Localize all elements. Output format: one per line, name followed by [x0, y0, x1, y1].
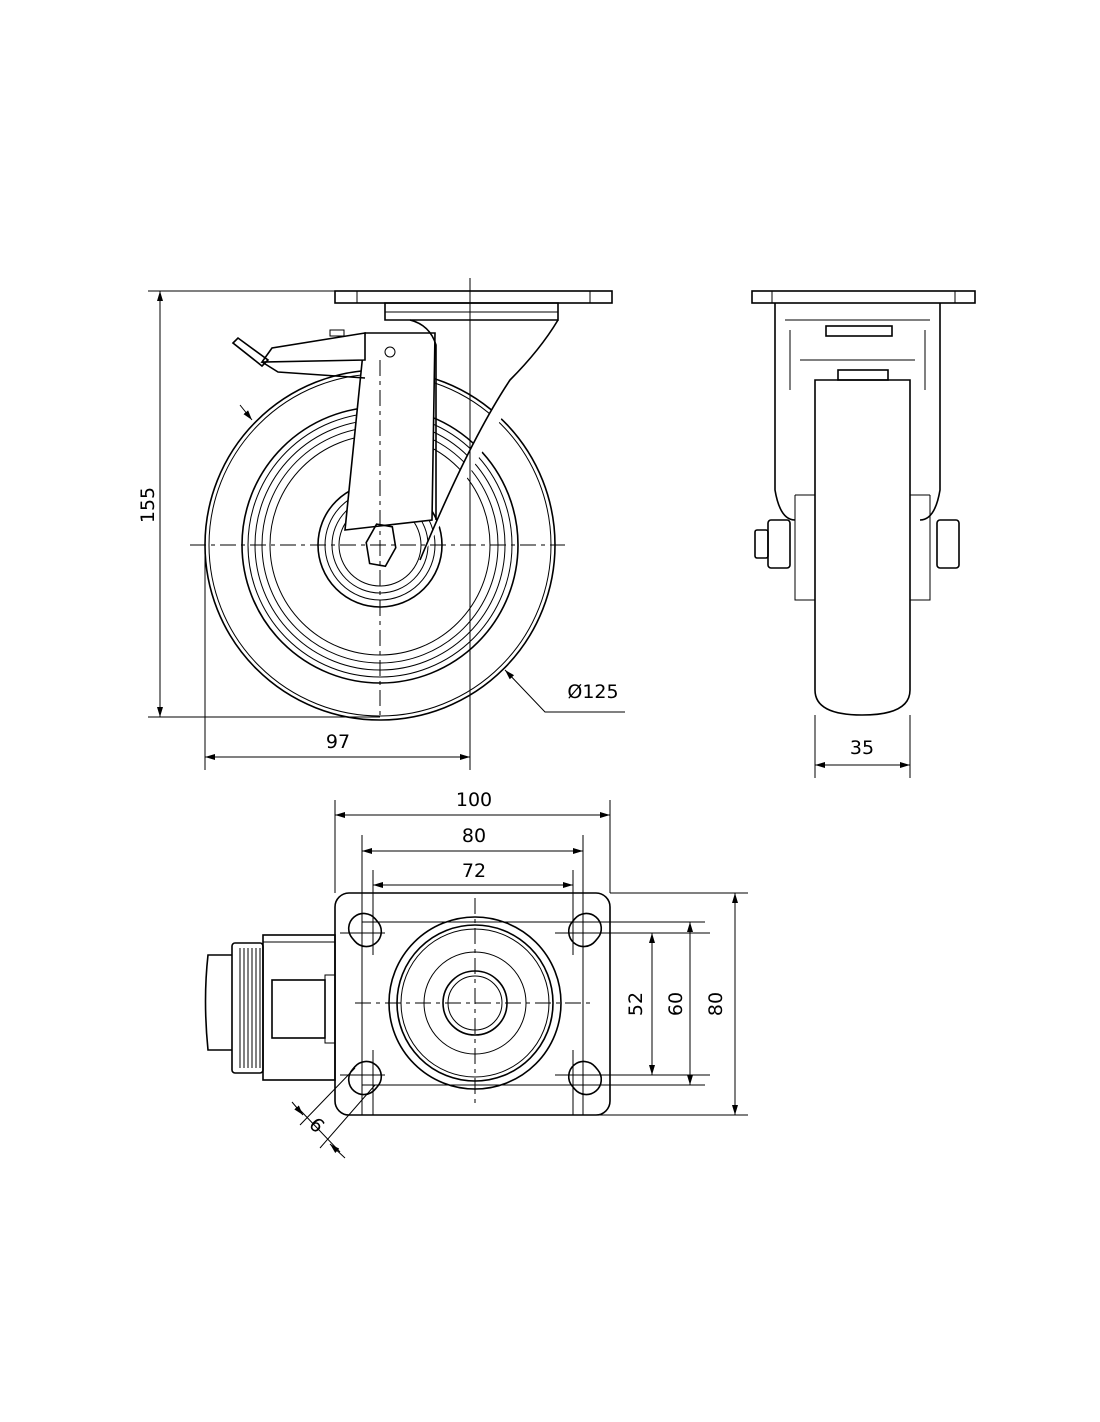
- brake-assembly: [204, 934, 336, 1081]
- mounting-holes: [347, 912, 603, 1096]
- hole-outer-height-label: 60: [665, 992, 687, 1016]
- rivet: [384, 346, 396, 358]
- top-view: 100 80 72 52 60 80 9: [204, 789, 748, 1159]
- axle-nut: [365, 523, 397, 568]
- top-plate: [334, 290, 613, 304]
- mounting-hole: [567, 912, 603, 948]
- width-label: 35: [850, 737, 874, 759]
- height-label: 155: [137, 487, 159, 523]
- front-view: 35: [751, 290, 976, 778]
- offset-label: 97: [326, 731, 350, 753]
- plate-width-label: 100: [456, 789, 492, 811]
- mounting-hole: [347, 1060, 383, 1096]
- fork-arm: [419, 319, 559, 561]
- side-view: 155 97 Ø125: [137, 278, 625, 770]
- brake-lever: [260, 332, 366, 363]
- hole-outer-width-label: 80: [462, 825, 486, 847]
- fork-leg: [344, 332, 436, 531]
- mounting-hole: [567, 1060, 603, 1096]
- hole-inner-height-label: 52: [625, 992, 647, 1016]
- diameter-leader: [504, 669, 625, 713]
- brake-pedal: [231, 336, 270, 368]
- wheel: [814, 379, 911, 716]
- top-plate: [751, 290, 976, 304]
- mounting-hole: [347, 912, 383, 948]
- fork: [774, 303, 941, 521]
- diameter-label: Ø125: [567, 681, 618, 703]
- axle-nut-left: [767, 519, 791, 569]
- hole-inner-width-label: 72: [462, 860, 486, 882]
- axle-nut-right: [936, 519, 960, 569]
- plate-height-label: 80: [705, 992, 727, 1016]
